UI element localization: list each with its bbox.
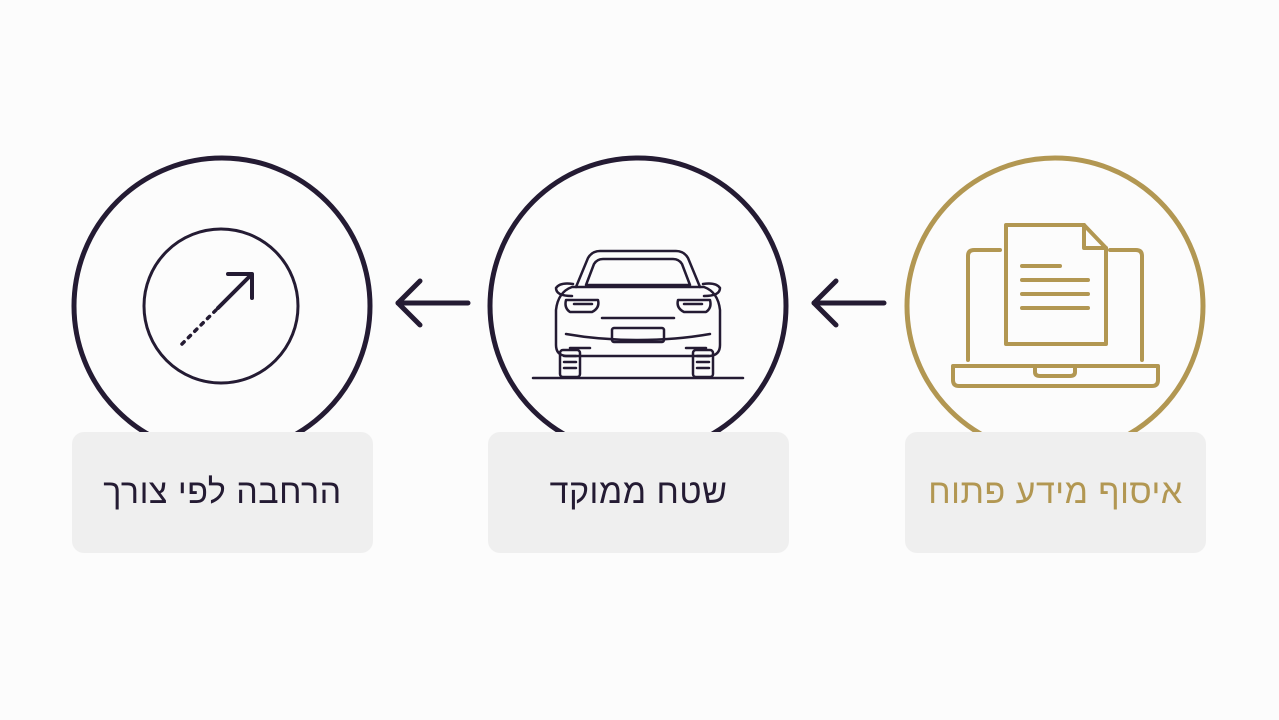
arrow-left-icon (811, 278, 887, 328)
focused-area-step-icon-group (487, 155, 789, 457)
arrow-left-icon (395, 278, 471, 328)
open-info-label-box: איסוף מידע פתוח (905, 432, 1206, 553)
expansion-label-box: הרחבה לפי צורך (72, 432, 373, 553)
focused-area-label: שטח ממוקד (549, 473, 728, 511)
open-info-step-icon-group (904, 155, 1206, 457)
open-info-label: איסוף מידע פתוח (928, 473, 1183, 511)
expansion-step-icon-group (71, 155, 373, 457)
focused-area-outer-circle (487, 155, 789, 457)
car-icon (531, 249, 745, 380)
expansion-label: הרחבה לפי צורך (103, 473, 342, 511)
expand-arrow-icon (142, 227, 300, 385)
laptop-document-icon (951, 223, 1160, 388)
focused-area-label-box: שטח ממוקד (488, 432, 789, 553)
